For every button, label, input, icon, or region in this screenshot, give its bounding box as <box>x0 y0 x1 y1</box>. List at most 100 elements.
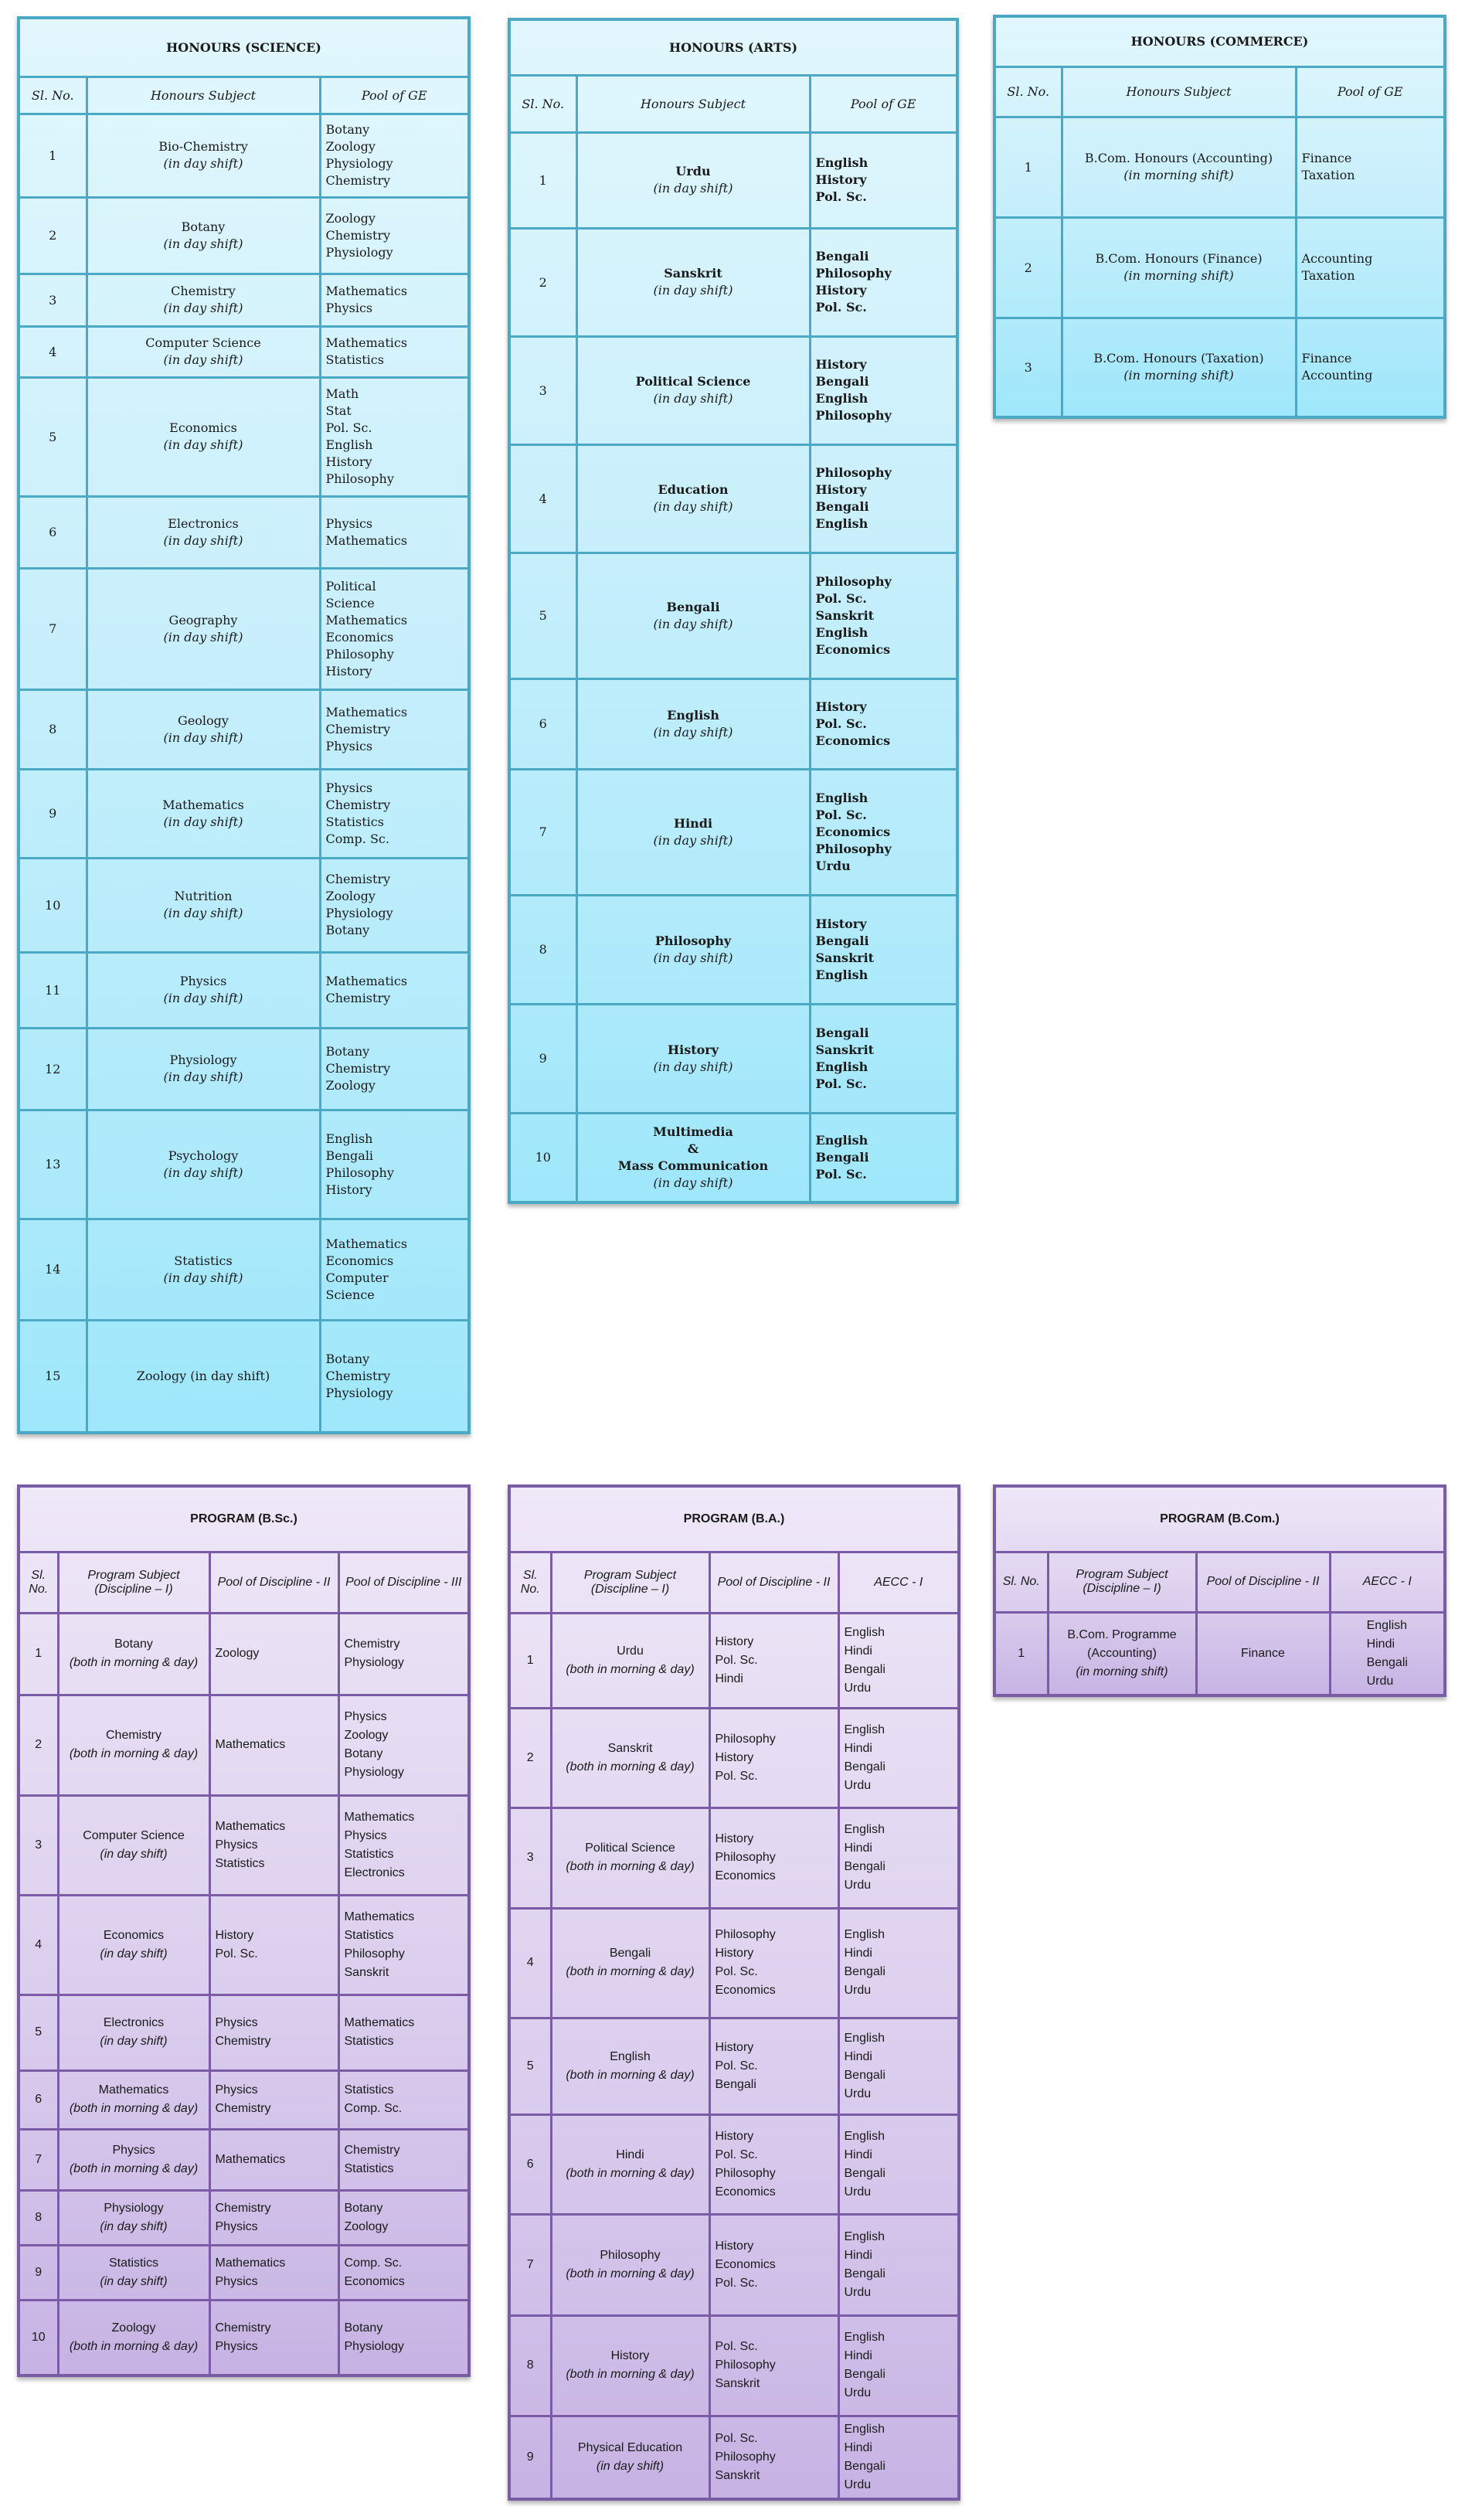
subject-cell: Education(in day shift) <box>575 443 811 554</box>
serial-number: 2 <box>508 1706 552 1809</box>
subject-name-line: & <box>687 1141 699 1156</box>
list-entry: Hindi <box>844 1947 872 1960</box>
list-entry: Philosophy <box>715 1732 776 1746</box>
shift-note: (in day shift) <box>163 991 243 1005</box>
subject-name: Political Science <box>585 1842 675 1855</box>
serial-number: 11 <box>17 951 88 1029</box>
shift-note: (both in morning & day) <box>566 1760 695 1774</box>
list-entry: Finance <box>1301 351 1352 366</box>
list-entry: Chemistry <box>325 173 391 188</box>
shift-note: (in day shift) <box>100 2274 168 2288</box>
serial-number: 6 <box>508 677 578 770</box>
shift-note: (in day shift) <box>163 906 243 920</box>
list-entry: Hindi <box>844 2349 872 2362</box>
col-header-sl: Sl. No. <box>508 73 578 134</box>
col-header-subject: Honours Subject <box>575 73 811 134</box>
serial-number: 8 <box>508 2314 552 2417</box>
program-ba-table: PROGRAM (B.A.) Sl. No. Program Subject (… <box>508 1484 960 2501</box>
subject-cell: Chemistry(in day shift) <box>85 272 321 328</box>
col-header-discipline-2: Pool of Discipline - II <box>208 1550 340 1614</box>
col-header-discipline-3: Pool of Discipline - III <box>337 1550 471 1614</box>
col-header-discipline-2: Pool of Discipline - II <box>1195 1550 1331 1614</box>
list-entry: Chemistry <box>215 2321 271 2335</box>
list-entry: Hindi <box>844 1644 872 1658</box>
shift-note: (in day shift) <box>163 156 243 171</box>
list-entry: Urdu <box>844 2285 872 2299</box>
shift-note: (in day shift) <box>163 532 243 548</box>
list-entry: Pol. Sc. <box>715 1965 758 1978</box>
subject-cell: Physiology(in day shift) <box>85 1026 321 1111</box>
subject-name: Statistics <box>174 1253 233 1268</box>
subject-name: Computer Science <box>83 1828 185 1842</box>
subject-name: Mathematics <box>162 797 244 812</box>
subject-cell: Sanskrit(both in morning & day) <box>549 1706 711 1809</box>
list-entry: Chemistry <box>325 1061 391 1076</box>
list-entry: Political <box>325 578 376 593</box>
serial-number: 8 <box>17 688 88 770</box>
shift-note: (in day shift) <box>653 832 733 848</box>
list-entry: English <box>844 1928 885 1941</box>
shift-note: (in day shift) <box>100 1847 168 1861</box>
list-entry: English <box>325 437 373 452</box>
list-entry: Statistics <box>344 2161 394 2175</box>
list-entry: Hindi <box>1366 1637 1395 1651</box>
list-entry: Urdu <box>815 858 851 873</box>
subject-cell: Computer Science(in day shift) <box>85 325 321 379</box>
list-entry: Urdu <box>844 2086 872 2100</box>
shift-note: (in day shift) <box>163 729 243 745</box>
list-entry: Philosophy <box>815 573 892 589</box>
list-entry: Chemistry <box>325 872 391 886</box>
list-entry: History <box>215 1928 254 1942</box>
list-entry: Philosophy <box>715 2358 776 2372</box>
program-bsc-table: PROGRAM (B.Sc.) Sl. No. Program Subject … <box>17 1484 471 2377</box>
list-entry: Hindi <box>844 1741 872 1755</box>
serial-number: 5 <box>17 1993 59 2072</box>
pool-of-discipline-2: Finance <box>1195 1610 1331 1697</box>
list-entry: Philosophy <box>715 1928 776 1941</box>
serial-number: 4 <box>17 325 88 379</box>
subject-cell: History(in day shift) <box>575 1002 811 1114</box>
serial-number: 3 <box>993 316 1063 419</box>
subject-name: B.Com. Honours (Taxation) <box>1093 351 1264 366</box>
subject-name: History <box>610 2349 650 2362</box>
serial-number: 3 <box>508 335 578 446</box>
col-header-sl: Sl. No. <box>17 75 88 115</box>
subject-cell: Geography(in day shift) <box>85 566 321 691</box>
list-entry: History <box>815 482 867 497</box>
list-entry: Physics <box>215 2219 258 2233</box>
subject-cell: English(in day shift) <box>575 677 811 770</box>
list-entry: Urdu <box>844 1984 872 1997</box>
subject-cell: Bio-Chemistry(in day shift) <box>85 112 321 199</box>
list-entry: Philosophy <box>715 2450 776 2464</box>
serial-number: 15 <box>17 1318 88 1434</box>
